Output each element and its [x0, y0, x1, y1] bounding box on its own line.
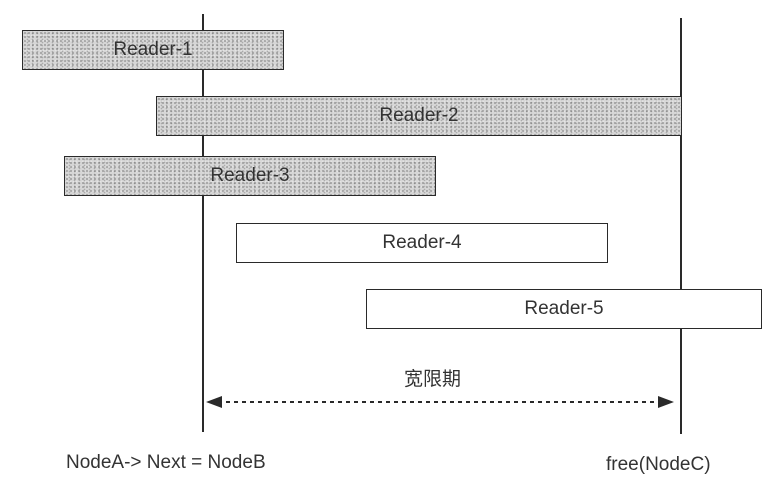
- left-timeline-line: [202, 14, 204, 432]
- arrowhead-right: [658, 396, 674, 408]
- reader-2-label: Reader-2: [379, 105, 459, 126]
- grace-period-label: 宽限期: [404, 368, 462, 390]
- grace-period-arrow: [206, 396, 674, 408]
- reader-3-label: Reader-3: [210, 165, 290, 186]
- right-event-label: free(NodeC): [606, 454, 711, 475]
- reader-1-label: Reader-1: [113, 39, 193, 60]
- reader-5-box: Reader-5: [366, 289, 762, 329]
- reader-4-box: Reader-4: [236, 223, 608, 263]
- reader-5-label: Reader-5: [524, 298, 604, 319]
- reader-4-label: Reader-4: [382, 232, 462, 253]
- reader-2-box: Reader-2: [156, 96, 682, 136]
- reader-1-box: Reader-1: [22, 30, 284, 70]
- reader-3-box: Reader-3: [64, 156, 436, 196]
- right-timeline-line: [680, 18, 682, 434]
- arrowhead-left: [206, 396, 222, 408]
- left-event-label: NodeA-> Next = NodeB: [66, 452, 266, 473]
